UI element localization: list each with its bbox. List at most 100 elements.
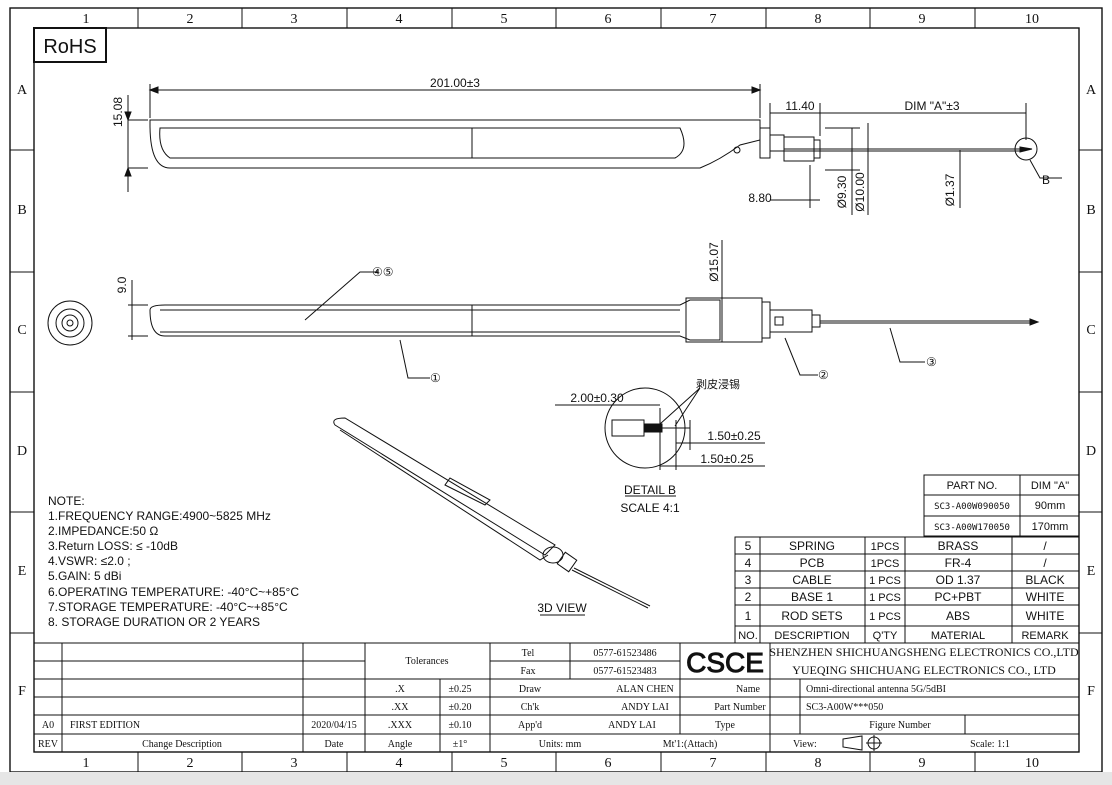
projection-symbol-icon <box>842 735 882 751</box>
name-label: Name <box>736 684 760 695</box>
bom-cell: SPRING <box>789 539 835 553</box>
bom-cell: 1 PCS <box>869 575 901 587</box>
row-label: B <box>1086 203 1095 218</box>
row-label: A <box>1086 83 1097 98</box>
top-view <box>124 84 1062 215</box>
col-label: 8 <box>815 12 822 27</box>
part-table-cell: SC3-A00W170050 <box>934 523 1010 533</box>
view3d-label: 3D VIEW <box>537 601 587 615</box>
bom-cell: 4 <box>745 556 752 570</box>
part-table-grid <box>923 474 1080 537</box>
draw-label: Draw <box>519 684 542 695</box>
fax-value: 0577-61523483 <box>593 666 656 677</box>
bom-cell: BRASS <box>938 539 979 553</box>
rohs-badge <box>33 27 107 63</box>
part-table-cell: 170mm <box>1032 521 1069 533</box>
tel-label: Tel <box>522 648 535 659</box>
company-logo: CSCE <box>686 647 764 678</box>
callout-4-5: ④⑤ <box>372 265 394 279</box>
company-name-2: YUEQING SHICHUANG ELECTRONICS CO., LTD <box>792 663 1056 677</box>
bom-cell: FR-4 <box>945 556 972 570</box>
detail-label-cn: 剥皮浸锡 <box>696 377 740 391</box>
bom-cell: / <box>1043 539 1047 553</box>
bottom-scroll-strip <box>0 772 1112 785</box>
col-label: 10 <box>1025 12 1039 27</box>
col-label: 1 <box>83 12 90 27</box>
bom-cell: WHITE <box>1026 609 1065 623</box>
zone-ticks <box>10 8 1102 772</box>
bom-header: NO. <box>738 630 758 642</box>
detail-scale: SCALE 4:1 <box>620 501 680 515</box>
fax-label: Fax <box>521 666 536 677</box>
rohs-label: RoHS <box>43 36 96 58</box>
dim-detail-2: 1.50±0.25 <box>700 452 754 466</box>
bom-cell: 1PCS <box>871 558 900 570</box>
callout-3: ③ <box>926 355 937 369</box>
col-label: 6 <box>605 756 612 771</box>
note-line: 4.VSWR: ≤2.0 ; <box>48 554 131 568</box>
name-value: Omni-directional antenna 5G/5dBI <box>806 684 946 695</box>
col-label: 5 <box>501 12 508 27</box>
tol-key: .X <box>395 684 406 695</box>
chk-label: Ch'k <box>521 702 539 713</box>
col-label: 7 <box>710 756 717 771</box>
col-label: 2 <box>187 12 194 27</box>
bom-cell: ROD SETS <box>781 609 842 623</box>
dim-side-diameter: Ø15.07 <box>707 242 721 282</box>
bom-cell: 1 <box>745 609 752 623</box>
row-label: D <box>1086 444 1096 459</box>
dim-base-len: 11.40 <box>785 99 814 113</box>
note-line: 8. STORAGE DURATION OR 2 YEARS <box>48 615 260 629</box>
bom-cell: / <box>1043 556 1047 570</box>
material-label: Mt'1:(Attach) <box>663 739 718 750</box>
row-label: E <box>18 564 27 579</box>
row-label: E <box>1087 564 1096 579</box>
part-table-cell: 90mm <box>1035 500 1066 512</box>
detail-ref: B <box>1042 173 1050 187</box>
view-label: View: <box>793 739 817 750</box>
company-name-1: SHENZHEN SHICHUANGSHENG ELECTRONICS CO.,… <box>769 645 1079 659</box>
col-label: 6 <box>605 12 612 27</box>
dim-base-small: 8.80 <box>748 191 772 205</box>
figure-label: Figure Number <box>869 720 931 731</box>
dim-a: DIM "A"±3 <box>904 99 959 113</box>
bom-cell: 5 <box>745 539 752 553</box>
dim-height: 15.08 <box>111 97 125 127</box>
bom-table: 5 SPRING 1PCS BRASS / 4 PCB 1PCS FR-4 / … <box>738 539 1069 642</box>
rev-header: REV <box>38 739 59 750</box>
row-label: B <box>17 203 26 218</box>
chk-value: ANDY LAI <box>621 702 669 713</box>
col-label: 10 <box>1025 756 1039 771</box>
note-line: 5.GAIN: 5 dBi <box>48 569 121 583</box>
notes-block: NOTE: 1.FREQUENCY RANGE:4900~5825 MHz 2.… <box>48 494 299 629</box>
tel-value: 0577-61523486 <box>593 648 656 659</box>
tol-key: .XXX <box>388 720 413 731</box>
dim-detail-1: 1.50±0.25 <box>707 429 761 443</box>
col-label: 4 <box>396 756 403 771</box>
bom-cell: 2 <box>745 590 752 604</box>
tolerances-label: Tolerances <box>405 656 448 667</box>
bom-cell: OD 1.37 <box>936 573 981 587</box>
bom-cell: PC+PBT <box>934 590 982 604</box>
dim-overall-length: 201.00±3 <box>430 76 480 90</box>
col-label: 3 <box>291 12 298 27</box>
tol-key: .XX <box>392 702 410 713</box>
partnum-label: Part Number <box>714 702 766 713</box>
row-label: A <box>17 83 28 98</box>
rev-a0: A0 <box>42 720 54 731</box>
bom-cell: PCB <box>800 556 825 570</box>
part-table-cell: SC3-A00W090050 <box>934 502 1010 512</box>
draw-value: ALAN CHEN <box>616 684 674 695</box>
detail-title: DETAIL B <box>624 483 676 497</box>
row-label: F <box>1087 684 1095 699</box>
note-line: 3.Return LOSS: ≤ -10dB <box>48 539 178 553</box>
dim-dia-1000: Ø10.00 <box>853 172 867 212</box>
bom-header: Q'TY <box>873 630 898 642</box>
dim-strip-len: 2.00±0.30 <box>570 391 624 405</box>
bom-cell: BLACK <box>1025 573 1064 587</box>
note-line: 6.OPERATING TEMPERATURE: -40°C~+85°C <box>48 585 299 599</box>
bom-cell: 1 PCS <box>869 592 901 604</box>
bom-header: DESCRIPTION <box>774 630 849 642</box>
tol-val: ±0.20 <box>449 702 472 713</box>
